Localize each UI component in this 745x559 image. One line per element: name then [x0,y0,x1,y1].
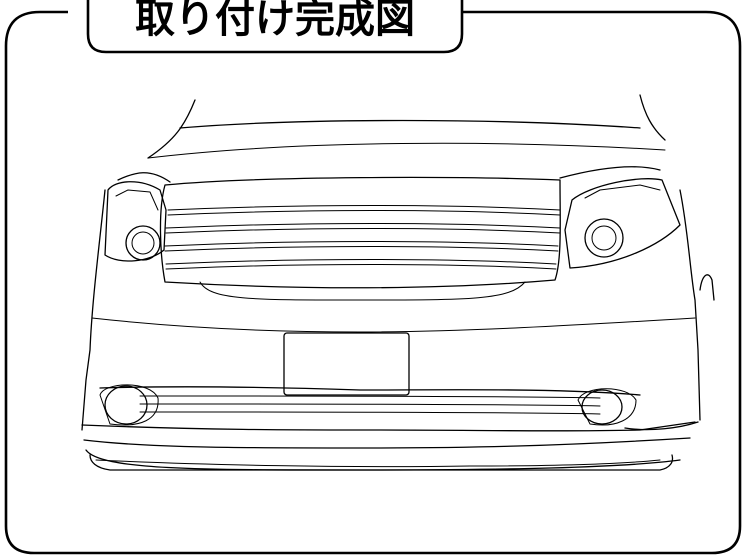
outer-frame [4,10,742,555]
license-plate [283,332,410,396]
left-fog-lamp [104,385,148,425]
title-box [86,0,464,54]
page-title: 取り付け完成図 [135,0,415,42]
car-front-illustration [81,94,715,471]
